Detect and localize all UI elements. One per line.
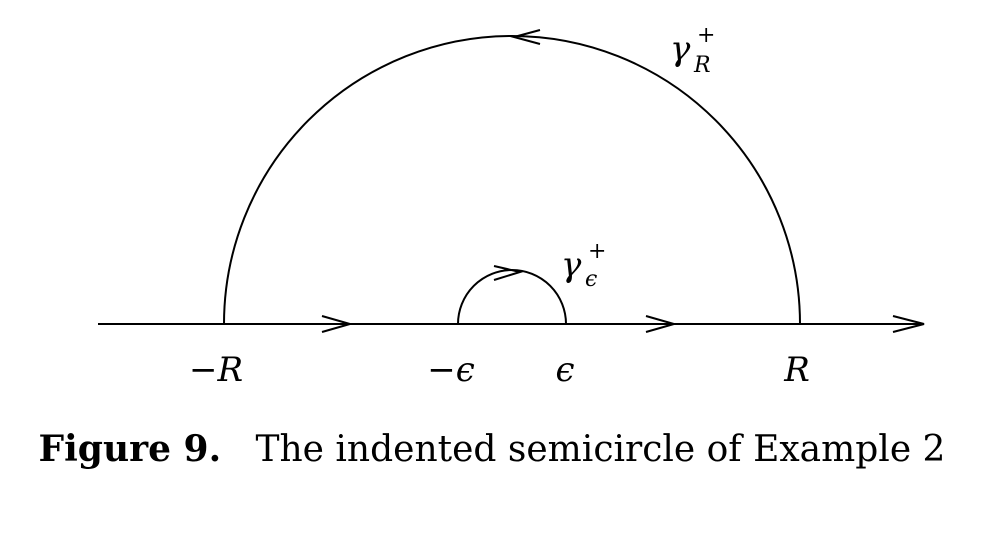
label-gamma-R: γ + R (670, 23, 715, 78)
gamma-epsilon-superscript: + (588, 239, 606, 264)
figure-caption: Figure 9. The indented semicircle of Exa… (0, 428, 984, 470)
caption-label: Figure 9. (38, 428, 222, 470)
gamma-R-symbol: γ (670, 29, 691, 69)
label-neg-R: −R (189, 350, 243, 390)
gamma-epsilon-symbol: γ (561, 245, 582, 285)
segment-arrow-right (645, 315, 678, 333)
axis-arrowhead (892, 315, 925, 333)
gamma-R-superscript: + (697, 23, 715, 48)
contour-diagram: −R −ϵ ϵ R γ + R γ + ϵ (98, 23, 925, 390)
small-semicircle (457, 269, 567, 325)
label-neg-epsilon: −ϵ (427, 350, 475, 390)
large-arc-arrow (510, 29, 541, 45)
gamma-epsilon-subscript: ϵ (585, 267, 597, 292)
large-semicircle (223, 35, 801, 325)
label-R: R (783, 350, 810, 390)
gamma-R-subscript: R (693, 53, 711, 78)
small-arc-arrow (493, 265, 524, 281)
label-epsilon: ϵ (555, 350, 574, 390)
segment-arrow-left (321, 315, 354, 333)
label-gamma-epsilon: γ + ϵ (561, 239, 606, 292)
caption-text: The indented semicircle of Example 2 (255, 429, 946, 470)
